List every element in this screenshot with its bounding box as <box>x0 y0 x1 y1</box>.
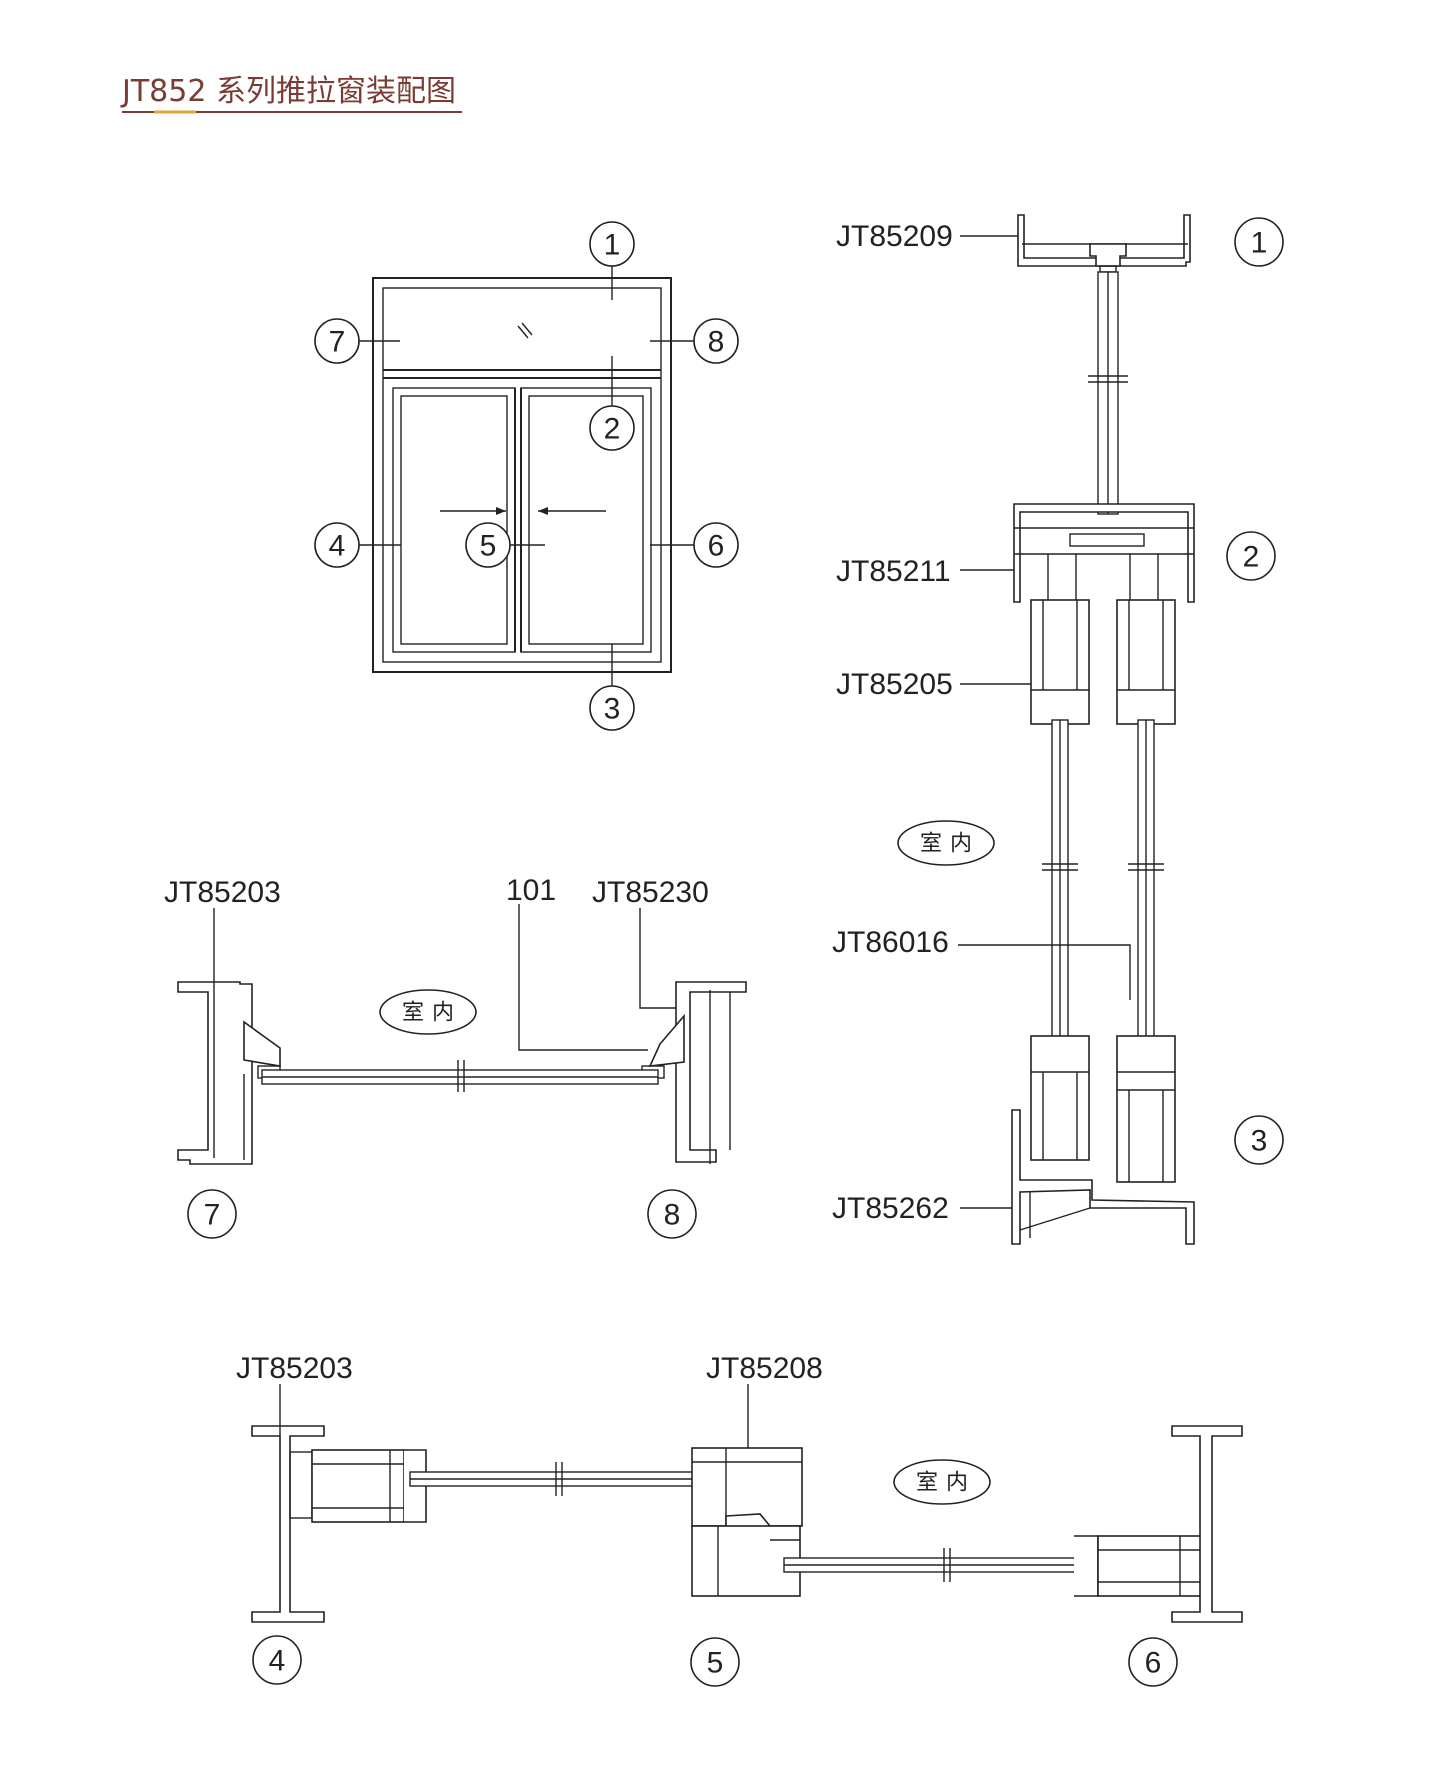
sliding-marker-5-label: 5 <box>707 1647 724 1680</box>
marker-8 <box>693 318 739 364</box>
outer-frame <box>372 277 672 673</box>
right-sash-inner <box>528 395 644 645</box>
marker-6-label: 6 <box>708 530 725 563</box>
interior-label-fixed: 室内 <box>402 1001 462 1026</box>
sill-profile <box>1011 1109 1195 1245</box>
sliding-marker-4 <box>252 1635 302 1685</box>
meeting-stile-upper <box>691 1447 803 1527</box>
fixed-marker-8-label: 8 <box>664 1199 681 1232</box>
fixed-marker-7 <box>187 1189 237 1239</box>
sill-slope <box>1019 1207 1091 1231</box>
marker-5-label: 5 <box>480 530 497 563</box>
label-jt85205: JT85205 <box>836 668 953 701</box>
right-sash-interlock <box>1074 1535 1099 1597</box>
marker-4 <box>314 522 360 568</box>
sliding-marker-4-label: 4 <box>269 1645 286 1678</box>
left-glazing-bead <box>243 1020 281 1067</box>
right-sash-bottom-rail <box>1116 1035 1176 1183</box>
sliding-section: JT85203 JT85208 室内 4 5 6 <box>236 1352 1243 1687</box>
right-jamb-6-profile <box>1171 1425 1243 1623</box>
label-jt85203-b: JT85203 <box>236 1352 353 1385</box>
leader-101 <box>518 904 648 1051</box>
interior-tag-vertical <box>897 820 995 866</box>
right-jamb-profile <box>675 981 747 1163</box>
left-sash-outer <box>392 387 516 653</box>
leader-jt86016 <box>958 944 1131 1000</box>
marker-8-label: 8 <box>708 326 725 359</box>
marker-3 <box>589 685 635 731</box>
fixed-marker-8 <box>647 1189 697 1239</box>
label-101: 101 <box>506 874 556 907</box>
right-sash-stile <box>1097 1535 1203 1597</box>
interior-label-vertical: 室内 <box>920 832 980 857</box>
label-jt85262: JT85262 <box>832 1192 949 1225</box>
section-marker-1-label: 1 <box>1251 227 1268 260</box>
glass-mark-1 <box>517 325 529 339</box>
head-frame-slot <box>1089 243 1127 267</box>
vertical-section: JT85209 JT85211 JT85205 JT86016 JT85262 … <box>832 214 1284 1245</box>
page-title: JT852 系列推拉窗装配图 <box>120 74 456 109</box>
marker-7-label: 7 <box>329 326 346 359</box>
label-jt85211: JT85211 <box>836 555 951 588</box>
section-marker-1 <box>1234 217 1284 267</box>
fixed-marker-7-label: 7 <box>204 1199 221 1232</box>
arrow-right-head <box>496 507 506 515</box>
transom-profile <box>1013 503 1195 603</box>
marker-3-label: 3 <box>604 693 621 726</box>
interior-tag-fixed <box>379 989 477 1035</box>
left-sash-top-rail <box>1030 599 1090 725</box>
label-jt85203-a: JT85203 <box>164 876 281 909</box>
window-elevation: 1 2 3 4 5 6 7 8 <box>314 221 739 731</box>
right-glazing-bead <box>648 1013 685 1067</box>
marker-5 <box>465 522 511 568</box>
marker-2 <box>589 405 635 451</box>
marker-2-label: 2 <box>604 413 621 446</box>
right-sash-top-rail <box>1116 599 1176 725</box>
arrow-left-head <box>538 507 548 515</box>
label-jt85208: JT85208 <box>706 1352 823 1385</box>
sliding-marker-6-label: 6 <box>1145 1647 1162 1680</box>
marker-4-label: 4 <box>329 530 346 563</box>
glass-mark-2 <box>521 322 533 336</box>
sliding-marker-6 <box>1128 1637 1178 1687</box>
interior-tag-sliding <box>893 1459 991 1505</box>
marker-1 <box>589 221 635 267</box>
section-marker-2-label: 2 <box>1243 541 1260 574</box>
section-marker-2 <box>1226 531 1276 581</box>
interior-label-sliding: 室内 <box>916 1471 976 1496</box>
title-block: JT852 系列推拉窗装配图 <box>120 74 462 114</box>
marker-6 <box>693 522 739 568</box>
marker-7 <box>314 318 360 364</box>
leader-jt85230 <box>639 908 676 1009</box>
marker-1-label: 1 <box>604 229 621 262</box>
left-jamb-4-pocket <box>289 1451 313 1519</box>
transom-channel <box>1069 533 1145 547</box>
head-frame-lip <box>1099 265 1117 273</box>
sliding-marker-5 <box>690 1637 740 1687</box>
label-jt85230: JT85230 <box>592 876 709 909</box>
section-marker-3 <box>1234 1115 1284 1165</box>
left-sash-bottom-rail <box>1030 1035 1090 1161</box>
inner-frame <box>382 287 662 663</box>
fixed-panel-section: JT85203 101 JT85230 室内 7 8 <box>164 874 747 1239</box>
label-jt85209: JT85209 <box>836 220 953 253</box>
section-marker-3-label: 3 <box>1251 1125 1268 1158</box>
left-jamb-profile <box>177 981 253 1165</box>
left-sash-inner <box>400 395 508 645</box>
label-jt86016: JT86016 <box>832 926 949 959</box>
left-sash-stile <box>311 1449 405 1523</box>
